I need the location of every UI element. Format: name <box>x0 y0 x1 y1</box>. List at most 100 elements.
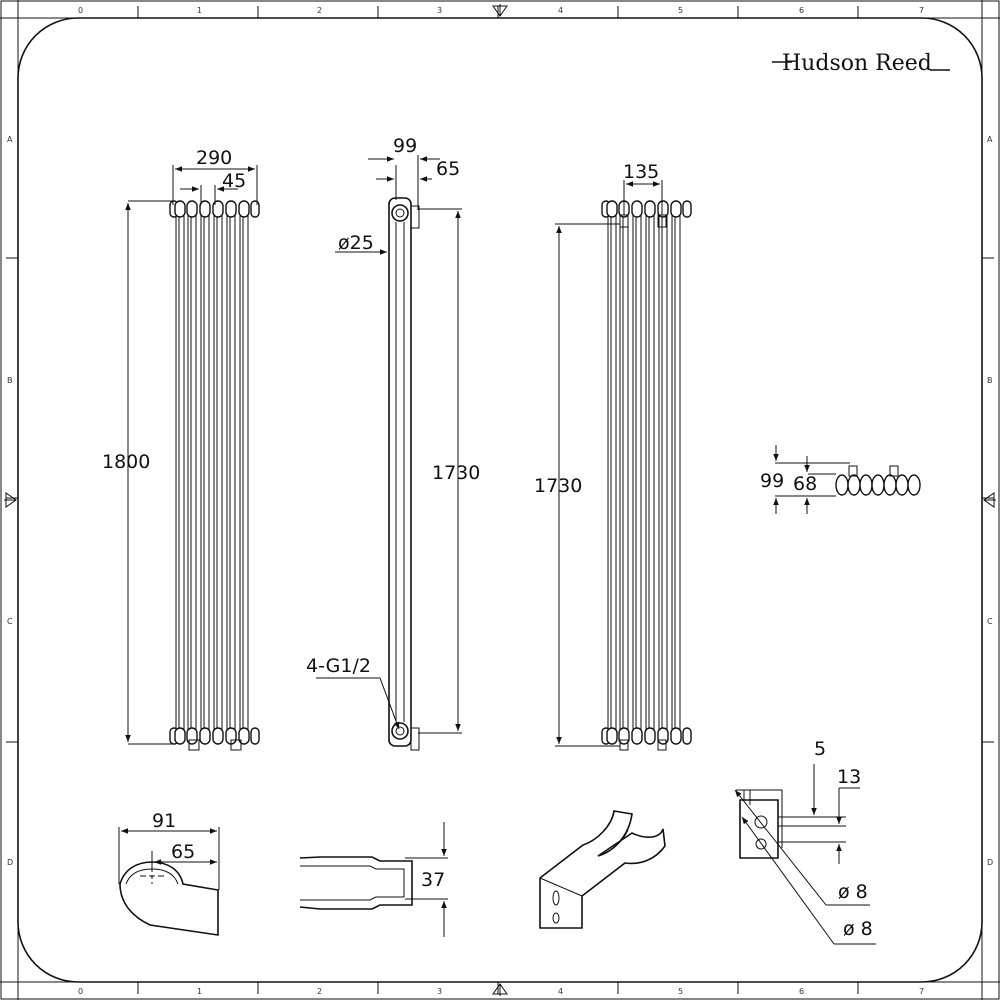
top-view: 99 68 <box>760 445 921 514</box>
brand-logo: Hudson Reed <box>772 51 950 76</box>
tube-section <box>847 474 861 496</box>
bracket-side-profile: 91 65 <box>118 810 220 936</box>
tube-cap <box>186 200 198 218</box>
radiator-tube <box>175 204 185 741</box>
row-label: A <box>7 135 13 144</box>
radiator-tube <box>187 204 197 741</box>
tube-cap <box>606 727 618 745</box>
dim-offset-13: 13 <box>837 766 861 788</box>
brand-name: Hudson Reed <box>782 51 932 76</box>
radiator-tube <box>619 204 629 741</box>
center-mark-left-icon <box>4 492 17 508</box>
tube-section <box>907 474 921 496</box>
column-label: 7 <box>919 6 924 15</box>
dim-bracket-centres-65: 65 <box>171 841 195 863</box>
column-label: 0 <box>78 987 83 996</box>
tube-cap <box>644 200 656 218</box>
column-label: 3 <box>437 6 442 15</box>
valve <box>188 739 200 751</box>
radiator-tube <box>671 204 681 741</box>
column-label: 0 <box>78 6 83 15</box>
bracket-isometric <box>539 810 666 929</box>
row-label: D <box>987 858 993 867</box>
end-cap <box>250 727 260 745</box>
dim-bracket-height-37: 37 <box>421 869 445 891</box>
column-label: 2 <box>317 987 322 996</box>
center-mark-right-icon <box>983 492 996 508</box>
row-label: D <box>7 858 13 867</box>
column-label: 5 <box>678 987 683 996</box>
row-label: B <box>987 376 993 385</box>
column-label: 1 <box>197 987 202 996</box>
bracket-wall-plate: 5 13 ø 8 ø 8 <box>734 738 876 945</box>
radiator-tube <box>213 204 223 741</box>
dim-offset-top-5: 5 <box>814 738 826 760</box>
dim-bracket-spacing-135: 135 <box>623 161 659 183</box>
dim-pipe-diameter: ø25 <box>338 232 374 254</box>
radiator-tube <box>645 204 655 741</box>
row-label: A <box>987 135 993 144</box>
radiator-tube <box>607 204 617 741</box>
tube-cap <box>670 200 682 218</box>
column-label: 6 <box>799 987 804 996</box>
column-label: 2 <box>317 6 322 15</box>
radiator-tube <box>200 204 210 741</box>
side-view: 99 65 ø25 1730 4-G1/2 <box>306 135 480 751</box>
valve <box>657 739 667 751</box>
tube-cap <box>199 200 211 218</box>
dim-top-wall-68: 68 <box>793 473 817 495</box>
tube-section <box>895 474 909 496</box>
tube-cap <box>670 727 682 745</box>
dim-bracket-length-91: 91 <box>152 810 176 832</box>
front-view: 1800 290 45 <box>102 147 260 751</box>
tube-cap <box>174 727 186 745</box>
tube-section <box>883 474 897 496</box>
radiator-tube <box>658 204 668 741</box>
center-mark-top-icon <box>492 4 508 17</box>
end-cap <box>682 727 692 745</box>
dim-pitch-45: 45 <box>222 170 246 192</box>
column-label: 3 <box>437 987 442 996</box>
column-label: 5 <box>678 6 683 15</box>
column-label: 4 <box>558 6 563 15</box>
tube-cap <box>631 200 643 218</box>
column-label: 7 <box>919 987 924 996</box>
tube-cap <box>657 200 669 218</box>
dim-centres-1730: 1730 <box>534 475 582 497</box>
dim-top-depth-99: 99 <box>760 470 784 492</box>
tube-cap <box>644 727 656 745</box>
valve <box>230 739 242 751</box>
column-label: 1 <box>197 6 202 15</box>
dim-hole-diameter-2: ø 8 <box>843 918 873 940</box>
end-cap <box>250 200 260 218</box>
dim-centres-1730: 1730 <box>432 462 480 484</box>
dim-depth-99: 99 <box>393 135 417 157</box>
dim-width-290: 290 <box>196 147 232 169</box>
tube-cap <box>238 200 250 218</box>
radiator-tube <box>239 204 249 741</box>
row-label: C <box>7 617 13 626</box>
rear-view: 1730 135 <box>534 161 692 751</box>
connection-label: 4-G1/2 <box>306 655 371 677</box>
bracket-top-profile: 37 <box>299 822 448 937</box>
dim-height-1800: 1800 <box>102 451 150 473</box>
radiator-tube <box>226 204 236 741</box>
column-label: 6 <box>799 6 804 15</box>
dim-wall-65: 65 <box>436 158 460 180</box>
tube-cap <box>199 727 211 745</box>
valve <box>619 739 629 751</box>
tube-section <box>835 474 849 496</box>
column-label: 4 <box>558 987 563 996</box>
tube-cap <box>606 200 618 218</box>
tube-section <box>871 474 885 496</box>
tube-section <box>859 474 873 496</box>
tube-cap <box>631 727 643 745</box>
end-cap <box>682 200 692 218</box>
radiator-tube <box>632 204 642 741</box>
tube-cap <box>212 727 224 745</box>
tube-cap <box>225 200 237 218</box>
dim-hole-diameter-1: ø 8 <box>838 881 868 903</box>
tube-cap <box>174 200 186 218</box>
